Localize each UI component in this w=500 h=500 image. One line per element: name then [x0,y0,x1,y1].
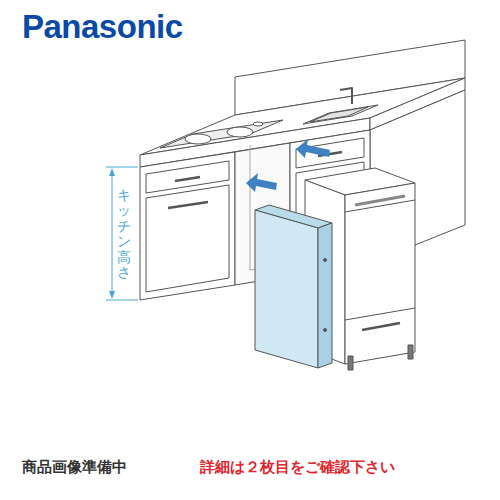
side-panel-edge [318,223,332,368]
burner [227,127,253,137]
left-cabinet [140,152,235,300]
side-panel [255,210,318,368]
insert-arrow [246,173,277,192]
faucet [340,88,352,104]
dishwasher-front [345,183,415,364]
burner [185,134,211,144]
foot [408,345,413,359]
oven-door [146,185,229,292]
extension-line [106,300,138,301]
burner [253,122,263,126]
dimension-label: キッチン高さ [117,188,131,280]
handle [175,177,200,181]
panel-line [345,308,415,320]
screw [324,329,327,332]
foot [348,356,353,370]
status-note: 商品画像準備中 [22,458,127,477]
arrowhead [109,291,115,299]
brand-logo: Panasonic [22,8,183,46]
control-panel [355,196,405,205]
sink-bowl [310,107,368,122]
cooktop [160,120,283,148]
niche-back [250,145,251,270]
screw [324,259,327,262]
notice-text: 詳細は２枚目をご確認下さい [200,458,395,477]
insert-arrow [296,139,330,158]
handle [362,323,400,330]
extension-line [106,167,138,168]
arrowhead [109,168,115,176]
handle [168,202,208,208]
dimension-line [112,170,113,297]
sink [303,105,378,124]
